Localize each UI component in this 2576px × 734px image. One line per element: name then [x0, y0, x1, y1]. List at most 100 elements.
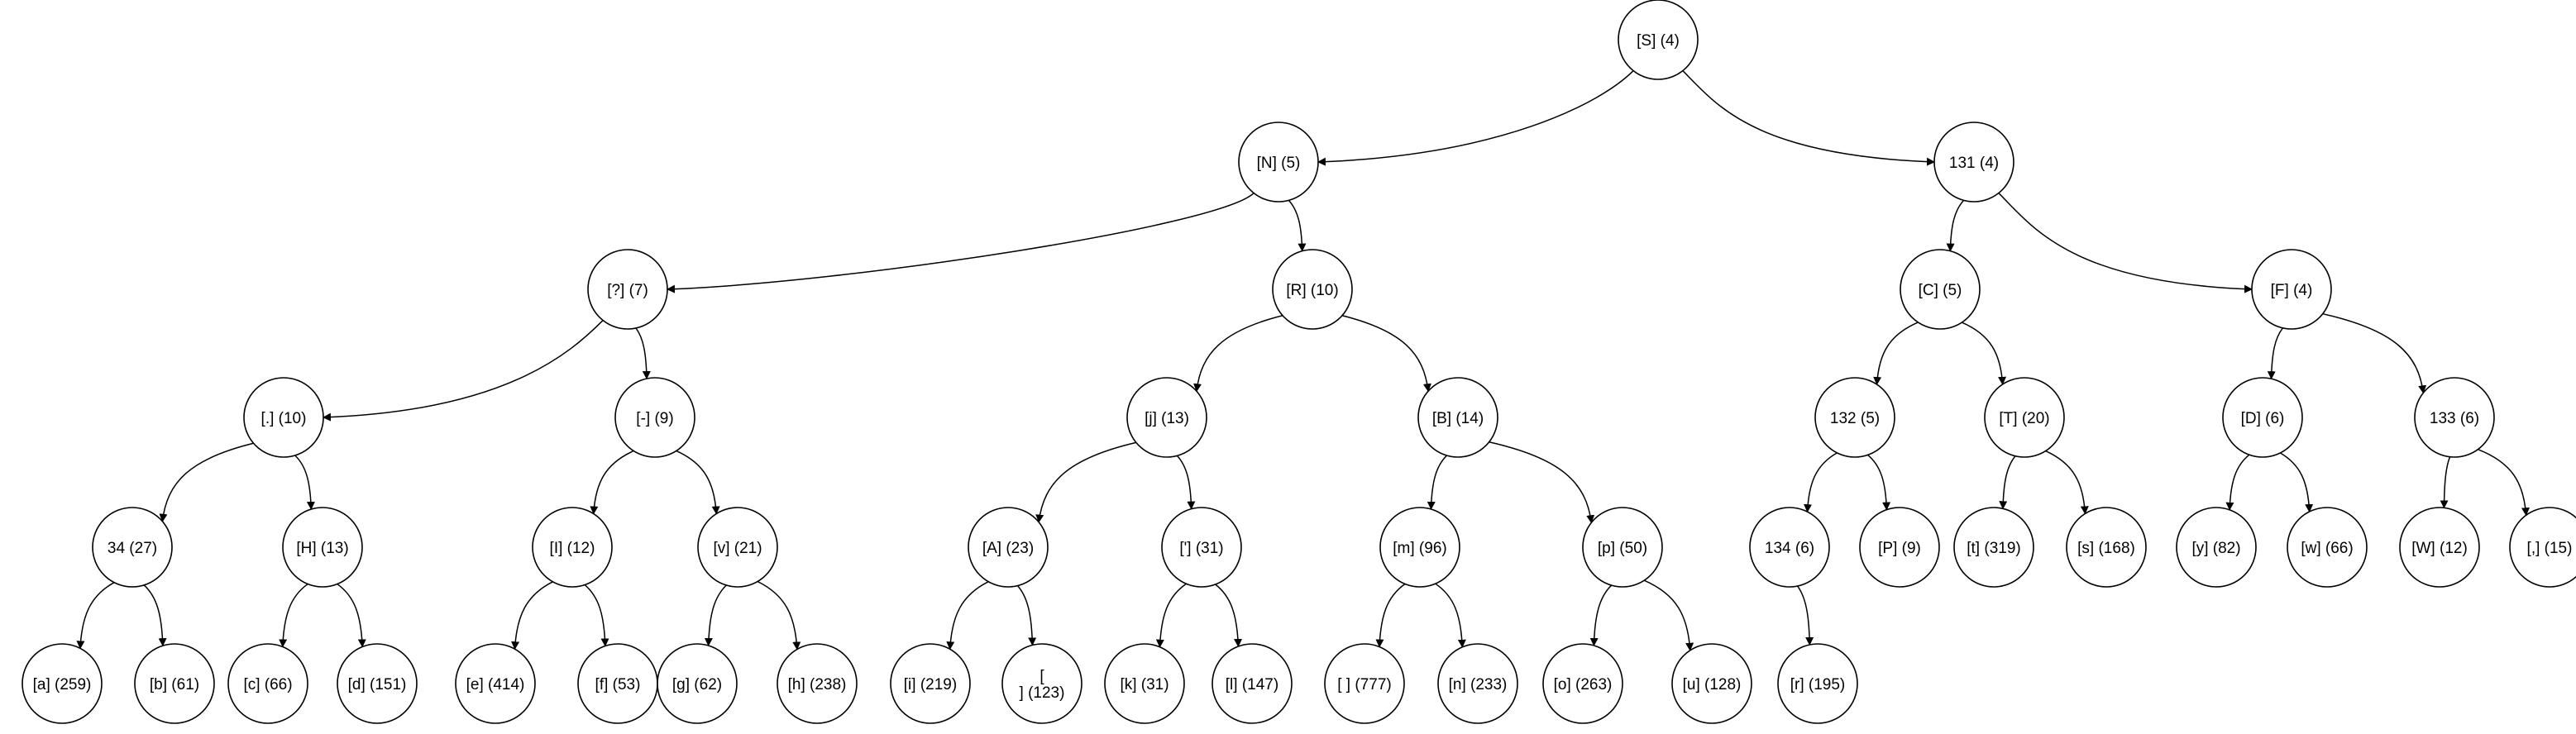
node-circle — [614, 377, 695, 458]
tree-node: [A] (23) — [968, 507, 1049, 588]
node-circle — [1104, 643, 1185, 724]
tree-node: [F] (4) — [2251, 249, 2332, 330]
edge-n9-n19 — [1035, 441, 1137, 523]
edge-n0-n1 — [1317, 69, 1634, 166]
tree-node: [b] (61) — [134, 643, 215, 724]
tree-node: [g] (62) — [657, 643, 738, 724]
node-label: [R] (10) — [1286, 282, 1338, 299]
node-circle — [2509, 507, 2576, 588]
edge-n22-n45 — [1589, 584, 1613, 646]
tree-node: [d] (151) — [337, 643, 418, 724]
edge-n22-n46 — [1643, 579, 1694, 651]
node-circle — [587, 249, 668, 330]
tree-node: [r] (195) — [1777, 643, 1858, 724]
node-label: 132 (5) — [1830, 410, 1880, 427]
tree-node: [T] (20) — [1984, 377, 2065, 458]
node-label: [T] (20) — [1999, 410, 2049, 427]
edge-n12-n26 — [2045, 450, 2089, 515]
tree-node: [P] (9) — [1859, 507, 1940, 588]
node-label: [s] (168) — [2077, 540, 2135, 557]
node-circle — [455, 643, 536, 724]
edge-n12-n25 — [1999, 455, 2016, 510]
tree-node: [B] (14) — [1417, 377, 1498, 458]
node-label: [w] (66) — [2301, 540, 2353, 557]
edge-n2-n6 — [1998, 192, 2253, 293]
node-label: [f] (53) — [595, 676, 641, 693]
node-label: [t] (319) — [1967, 540, 2020, 557]
node-label: [k] (31) — [1120, 676, 1169, 693]
node-label: [b] (61) — [150, 676, 199, 693]
edge-n7-n16 — [294, 455, 315, 511]
edge-n5-n12 — [1962, 322, 2007, 385]
tree-node: [] (123) — [1001, 643, 1082, 724]
node-circle — [1212, 643, 1293, 724]
node-label: [C] (5) — [1919, 282, 1962, 299]
node-label: [y] (82) — [2191, 540, 2240, 557]
node-label: [?] (7) — [607, 282, 648, 299]
node-label: 34 (27) — [108, 540, 157, 557]
tree-node: [C] (5) — [1900, 249, 1981, 330]
tree-node: [I] (12) — [532, 507, 613, 588]
edge-n21-n44 — [1435, 583, 1466, 648]
tree-node: [c] (66) — [227, 643, 308, 724]
node-label: [n] (233) — [1449, 676, 1508, 693]
node-label: ['] (31) — [1179, 540, 1223, 557]
node-circle — [92, 507, 173, 588]
node-circle — [1749, 507, 1830, 588]
edge-n4-n10 — [1341, 314, 1431, 393]
node-circle — [1582, 507, 1663, 588]
node-circle — [1542, 643, 1623, 724]
node-circle — [1001, 643, 1082, 724]
node-label: [p] (50) — [1598, 540, 1647, 557]
node-label: [A] (23) — [982, 540, 1034, 557]
tree-node: [j] (13) — [1126, 377, 1207, 458]
node-circle — [134, 643, 215, 724]
edge-n13-n28 — [2279, 452, 2314, 513]
node-label: [c] (66) — [243, 676, 292, 693]
tree-node: [m] (96) — [1379, 507, 1460, 588]
edge-n13-n27 — [2225, 454, 2250, 511]
edge-n8-n17 — [590, 450, 634, 515]
tree-node: [v] (21) — [697, 507, 778, 588]
node-circle — [1161, 507, 1242, 588]
tree-node: ['] (31) — [1161, 507, 1242, 588]
edge-n18-n37 — [704, 584, 727, 646]
node-label: [v] (21) — [713, 540, 762, 557]
node-circle — [697, 507, 778, 588]
tree-node: [s] (168) — [2066, 507, 2147, 588]
node-label: 131 (4) — [1949, 155, 1999, 172]
node-label: [m] (96) — [1393, 540, 1446, 557]
edge-n1-n4 — [1288, 199, 1307, 252]
node-label: [i] (219) — [904, 676, 957, 693]
node-label: [u] (128) — [1683, 676, 1742, 693]
node-circle — [1984, 377, 2065, 458]
node-label: [F] (4) — [2271, 282, 2313, 299]
node-circle — [777, 643, 858, 724]
tree-node: [D] (6) — [2222, 377, 2303, 458]
node-label: [a] (259) — [33, 676, 92, 693]
edge-n11-n24 — [1867, 454, 1891, 511]
node-label: [N] (5) — [1257, 155, 1301, 172]
edge-n16-n33 — [279, 583, 308, 648]
edge-n1-n3 — [667, 192, 1255, 293]
tree-node: [t] (319) — [1953, 507, 2034, 588]
node-circle — [657, 643, 738, 724]
node-circle — [532, 507, 613, 588]
node-label: [,] (15) — [2527, 540, 2573, 557]
node-circle — [1814, 377, 1895, 458]
node-circle — [243, 377, 324, 458]
node-label: [d] (151) — [348, 676, 407, 693]
node-circle — [337, 643, 418, 724]
edge-n11-n23 — [1804, 452, 1838, 513]
edge-n15-n32 — [143, 584, 167, 647]
node-label: [H] (13) — [296, 540, 348, 557]
node-circle — [1900, 249, 1981, 330]
tree-node: [?] (7) — [587, 249, 668, 330]
node-label: [B] (14) — [1432, 410, 1484, 427]
edge-n16-n34 — [337, 583, 366, 648]
tree-node: [,] (15) — [2509, 507, 2576, 588]
edge-n21-n43 — [1375, 583, 1406, 648]
node-label: [g] (62) — [672, 676, 722, 693]
edge-n17-n36 — [584, 584, 609, 647]
edge-n19-n40 — [1017, 585, 1037, 646]
